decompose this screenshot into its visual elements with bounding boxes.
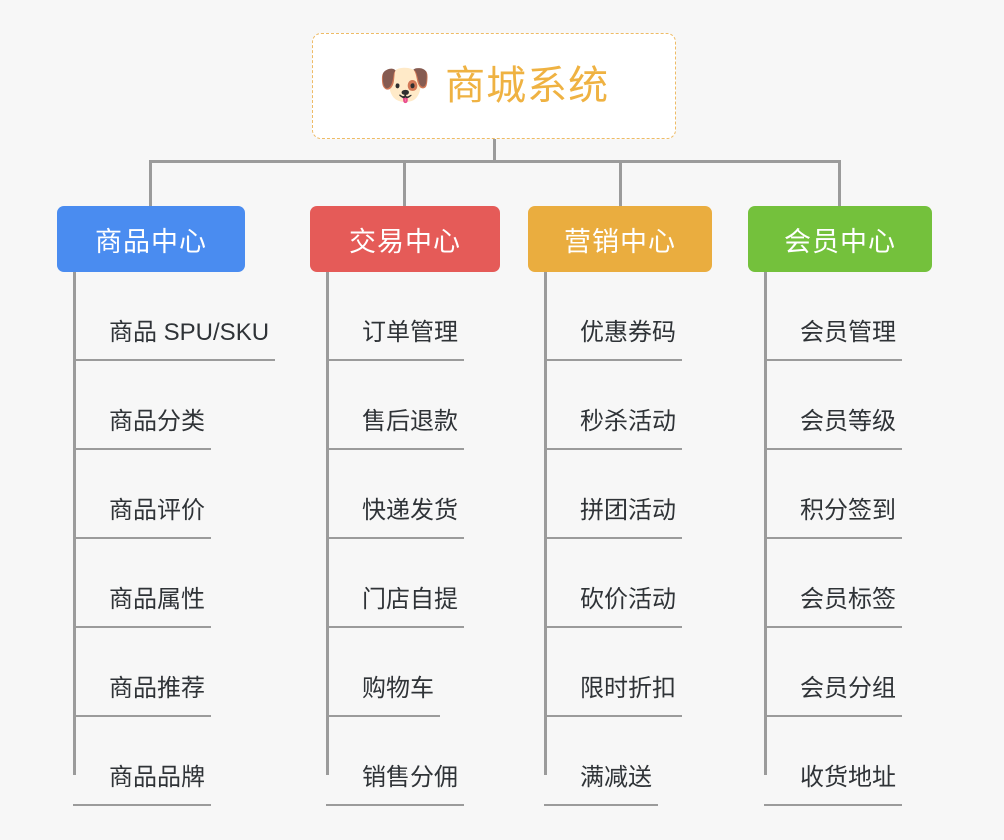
item-label: 会员管理: [764, 321, 902, 361]
list-item[interactable]: 售后退款: [326, 361, 464, 450]
category-header-member[interactable]: 会员中心: [748, 206, 932, 272]
list-item[interactable]: 会员标签: [764, 539, 902, 628]
list-item[interactable]: 商品推荐: [73, 628, 275, 717]
item-label: 销售分佣: [326, 766, 464, 806]
item-label: 商品推荐: [73, 677, 211, 717]
category-header-label: 会员中心: [784, 226, 896, 257]
list-item[interactable]: 商品属性: [73, 539, 275, 628]
item-label: 会员等级: [764, 410, 902, 450]
connector-drop-marketing: [619, 160, 622, 206]
column-spine-marketing: [544, 272, 547, 775]
item-label: 商品属性: [73, 588, 211, 628]
list-item[interactable]: 销售分佣: [326, 717, 464, 806]
item-label: 商品分类: [73, 410, 211, 450]
item-label: 砍价活动: [544, 588, 682, 628]
item-label: 门店自提: [326, 588, 464, 628]
item-list-trade: 订单管理 售后退款 快递发货 门店自提 购物车 销售分佣: [326, 272, 464, 806]
root-node-title: 商城系统: [445, 64, 610, 108]
list-item[interactable]: 积分签到: [764, 450, 902, 539]
list-item[interactable]: 拼团活动: [544, 450, 682, 539]
item-label: 购物车: [326, 677, 440, 717]
item-label: 秒杀活动: [544, 410, 682, 450]
category-header-marketing[interactable]: 营销中心: [528, 206, 712, 272]
shiba-dog-face-icon: 🐶: [378, 61, 432, 108]
category-header-trade[interactable]: 交易中心: [310, 206, 500, 272]
item-list-marketing: 优惠券码 秒杀活动 拼团活动 砍价活动 限时折扣 满减送: [544, 272, 682, 806]
item-label: 收货地址: [764, 766, 902, 806]
item-label: 订单管理: [326, 321, 464, 361]
list-item[interactable]: 收货地址: [764, 717, 902, 806]
list-item[interactable]: 商品 SPU/SKU: [73, 272, 276, 361]
connector-drop-trade: [403, 160, 406, 206]
list-item[interactable]: 商品评价: [73, 450, 275, 539]
category-header-label: 商品中心: [95, 226, 207, 257]
column-spine-member: [764, 272, 767, 775]
list-item[interactable]: 商品品牌: [73, 717, 275, 806]
list-item[interactable]: 商品分类: [73, 361, 275, 450]
list-item[interactable]: 满减送: [544, 717, 682, 806]
column-spine-product: [73, 272, 76, 775]
item-label: 售后退款: [326, 410, 464, 450]
column-spine-trade: [326, 272, 329, 775]
item-label: 会员分组: [764, 677, 902, 717]
item-label: 优惠券码: [544, 321, 682, 361]
connector-root-stem: [493, 139, 496, 162]
list-item[interactable]: 会员等级: [764, 361, 902, 450]
list-item[interactable]: 订单管理: [326, 272, 464, 361]
item-label: 商品评价: [73, 499, 211, 539]
item-label: 拼团活动: [544, 499, 682, 539]
category-header-product[interactable]: 商品中心: [57, 206, 245, 272]
list-item[interactable]: 会员管理: [764, 272, 902, 361]
list-item[interactable]: 快递发货: [326, 450, 464, 539]
connector-drop-member: [838, 160, 841, 206]
item-label: 满减送: [544, 766, 658, 806]
connector-drop-product: [149, 160, 152, 206]
list-item[interactable]: 优惠券码: [544, 272, 682, 361]
item-label: 商品品牌: [73, 766, 211, 806]
category-header-label: 交易中心: [349, 226, 461, 257]
category-header-label: 营销中心: [564, 226, 676, 257]
item-label: 快递发货: [326, 499, 464, 539]
list-item[interactable]: 秒杀活动: [544, 361, 682, 450]
item-list-product: 商品 SPU/SKU 商品分类 商品评价 商品属性 商品推荐 商品品牌: [73, 272, 276, 806]
list-item[interactable]: 购物车: [326, 628, 464, 717]
list-item[interactable]: 会员分组: [764, 628, 902, 717]
item-label: 会员标签: [764, 588, 902, 628]
list-item[interactable]: 限时折扣: [544, 628, 682, 717]
list-item[interactable]: 砍价活动: [544, 539, 682, 628]
list-item[interactable]: 门店自提: [326, 539, 464, 628]
item-label: 限时折扣: [544, 677, 682, 717]
item-label: 商品 SPU/SKU: [73, 321, 276, 361]
item-list-member: 会员管理 会员等级 积分签到 会员标签 会员分组 收货地址: [764, 272, 902, 806]
root-node-mall-system[interactable]: 🐶 商城系统: [312, 33, 676, 139]
item-label: 积分签到: [764, 499, 902, 539]
connector-horizontal-bus: [150, 160, 841, 163]
